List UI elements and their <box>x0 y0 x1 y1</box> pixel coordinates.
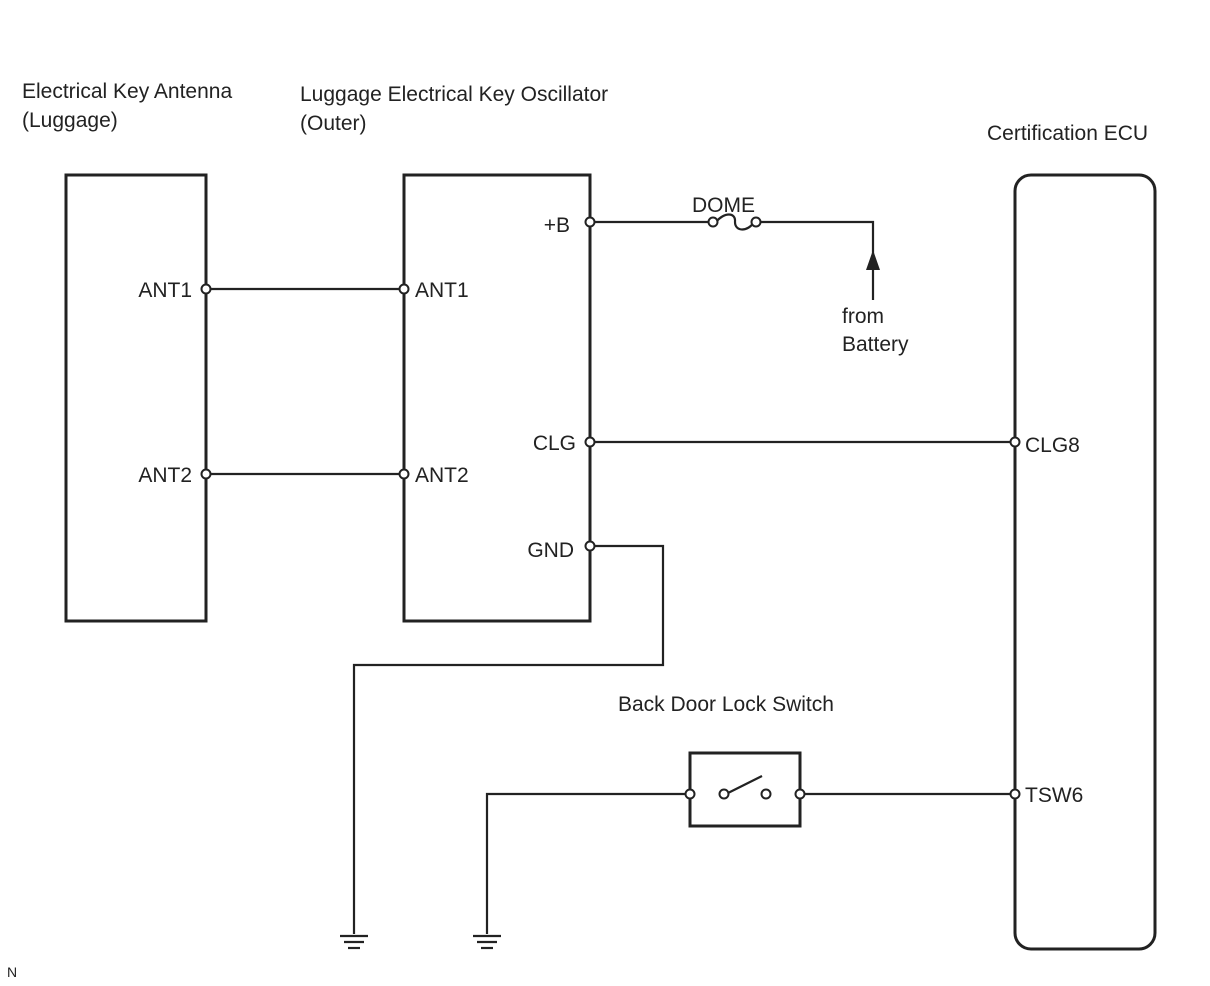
ground-icon <box>340 934 368 950</box>
switch-box <box>688 751 802 828</box>
label-oscillator-ant1: ANT1 <box>415 279 469 302</box>
label-antenna-ant2: ANT2 <box>138 464 192 487</box>
pin-oscillator-ant2 <box>398 468 410 480</box>
corner-mark: N <box>7 964 17 980</box>
fuse-element <box>715 213 755 231</box>
pin-fuse-right <box>750 216 762 228</box>
wire-gnd-oscillator <box>352 544 665 934</box>
wire-switch-ground <box>485 792 690 934</box>
pin-fuse-left <box>707 216 719 228</box>
switch-contact-right <box>760 788 772 800</box>
label-oscillator-clg: CLG <box>533 432 576 455</box>
label-oscillator-plusb: +B <box>544 214 570 237</box>
battery-label-line1: from <box>842 305 884 328</box>
switch-contact-left <box>718 788 730 800</box>
antenna-title-line1: Electrical Key Antenna <box>22 80 232 103</box>
battery-label-line2: Battery <box>842 333 909 356</box>
pin-oscillator-plusb <box>584 216 596 228</box>
ecu-box <box>1013 173 1157 951</box>
oscillator-title-line1: Luggage Electrical Key Oscillator <box>300 83 608 106</box>
pin-antenna-ant1 <box>200 283 212 295</box>
pin-antenna-ant2 <box>200 468 212 480</box>
pin-switch-right <box>794 788 806 800</box>
antenna-title-line2: (Luggage) <box>22 109 118 132</box>
antenna-box <box>64 173 208 623</box>
pin-oscillator-ant1 <box>398 283 410 295</box>
ground-icon <box>473 934 501 950</box>
pin-oscillator-clg <box>584 436 596 448</box>
label-ecu-tsw6: TSW6 <box>1025 784 1083 807</box>
pin-ecu-tsw6 <box>1009 788 1021 800</box>
label-antenna-ant1: ANT1 <box>138 279 192 302</box>
switch-title: Back Door Lock Switch <box>618 693 834 716</box>
oscillator-title-line2: (Outer) <box>300 112 367 135</box>
wire-fuse-battery <box>760 220 875 300</box>
label-oscillator-ant2: ANT2 <box>415 464 469 487</box>
label-oscillator-gnd: GND <box>527 539 574 562</box>
label-ecu-clg8: CLG8 <box>1025 434 1080 457</box>
pin-ecu-clg8 <box>1009 436 1021 448</box>
switch-contact-blade <box>725 775 763 795</box>
oscillator-box <box>402 173 592 623</box>
pin-oscillator-gnd <box>584 540 596 552</box>
fuse-label: DOME <box>692 194 755 217</box>
ecu-title: Certification ECU <box>987 122 1148 145</box>
pin-switch-left <box>684 788 696 800</box>
battery-arrow-icon <box>866 250 880 270</box>
